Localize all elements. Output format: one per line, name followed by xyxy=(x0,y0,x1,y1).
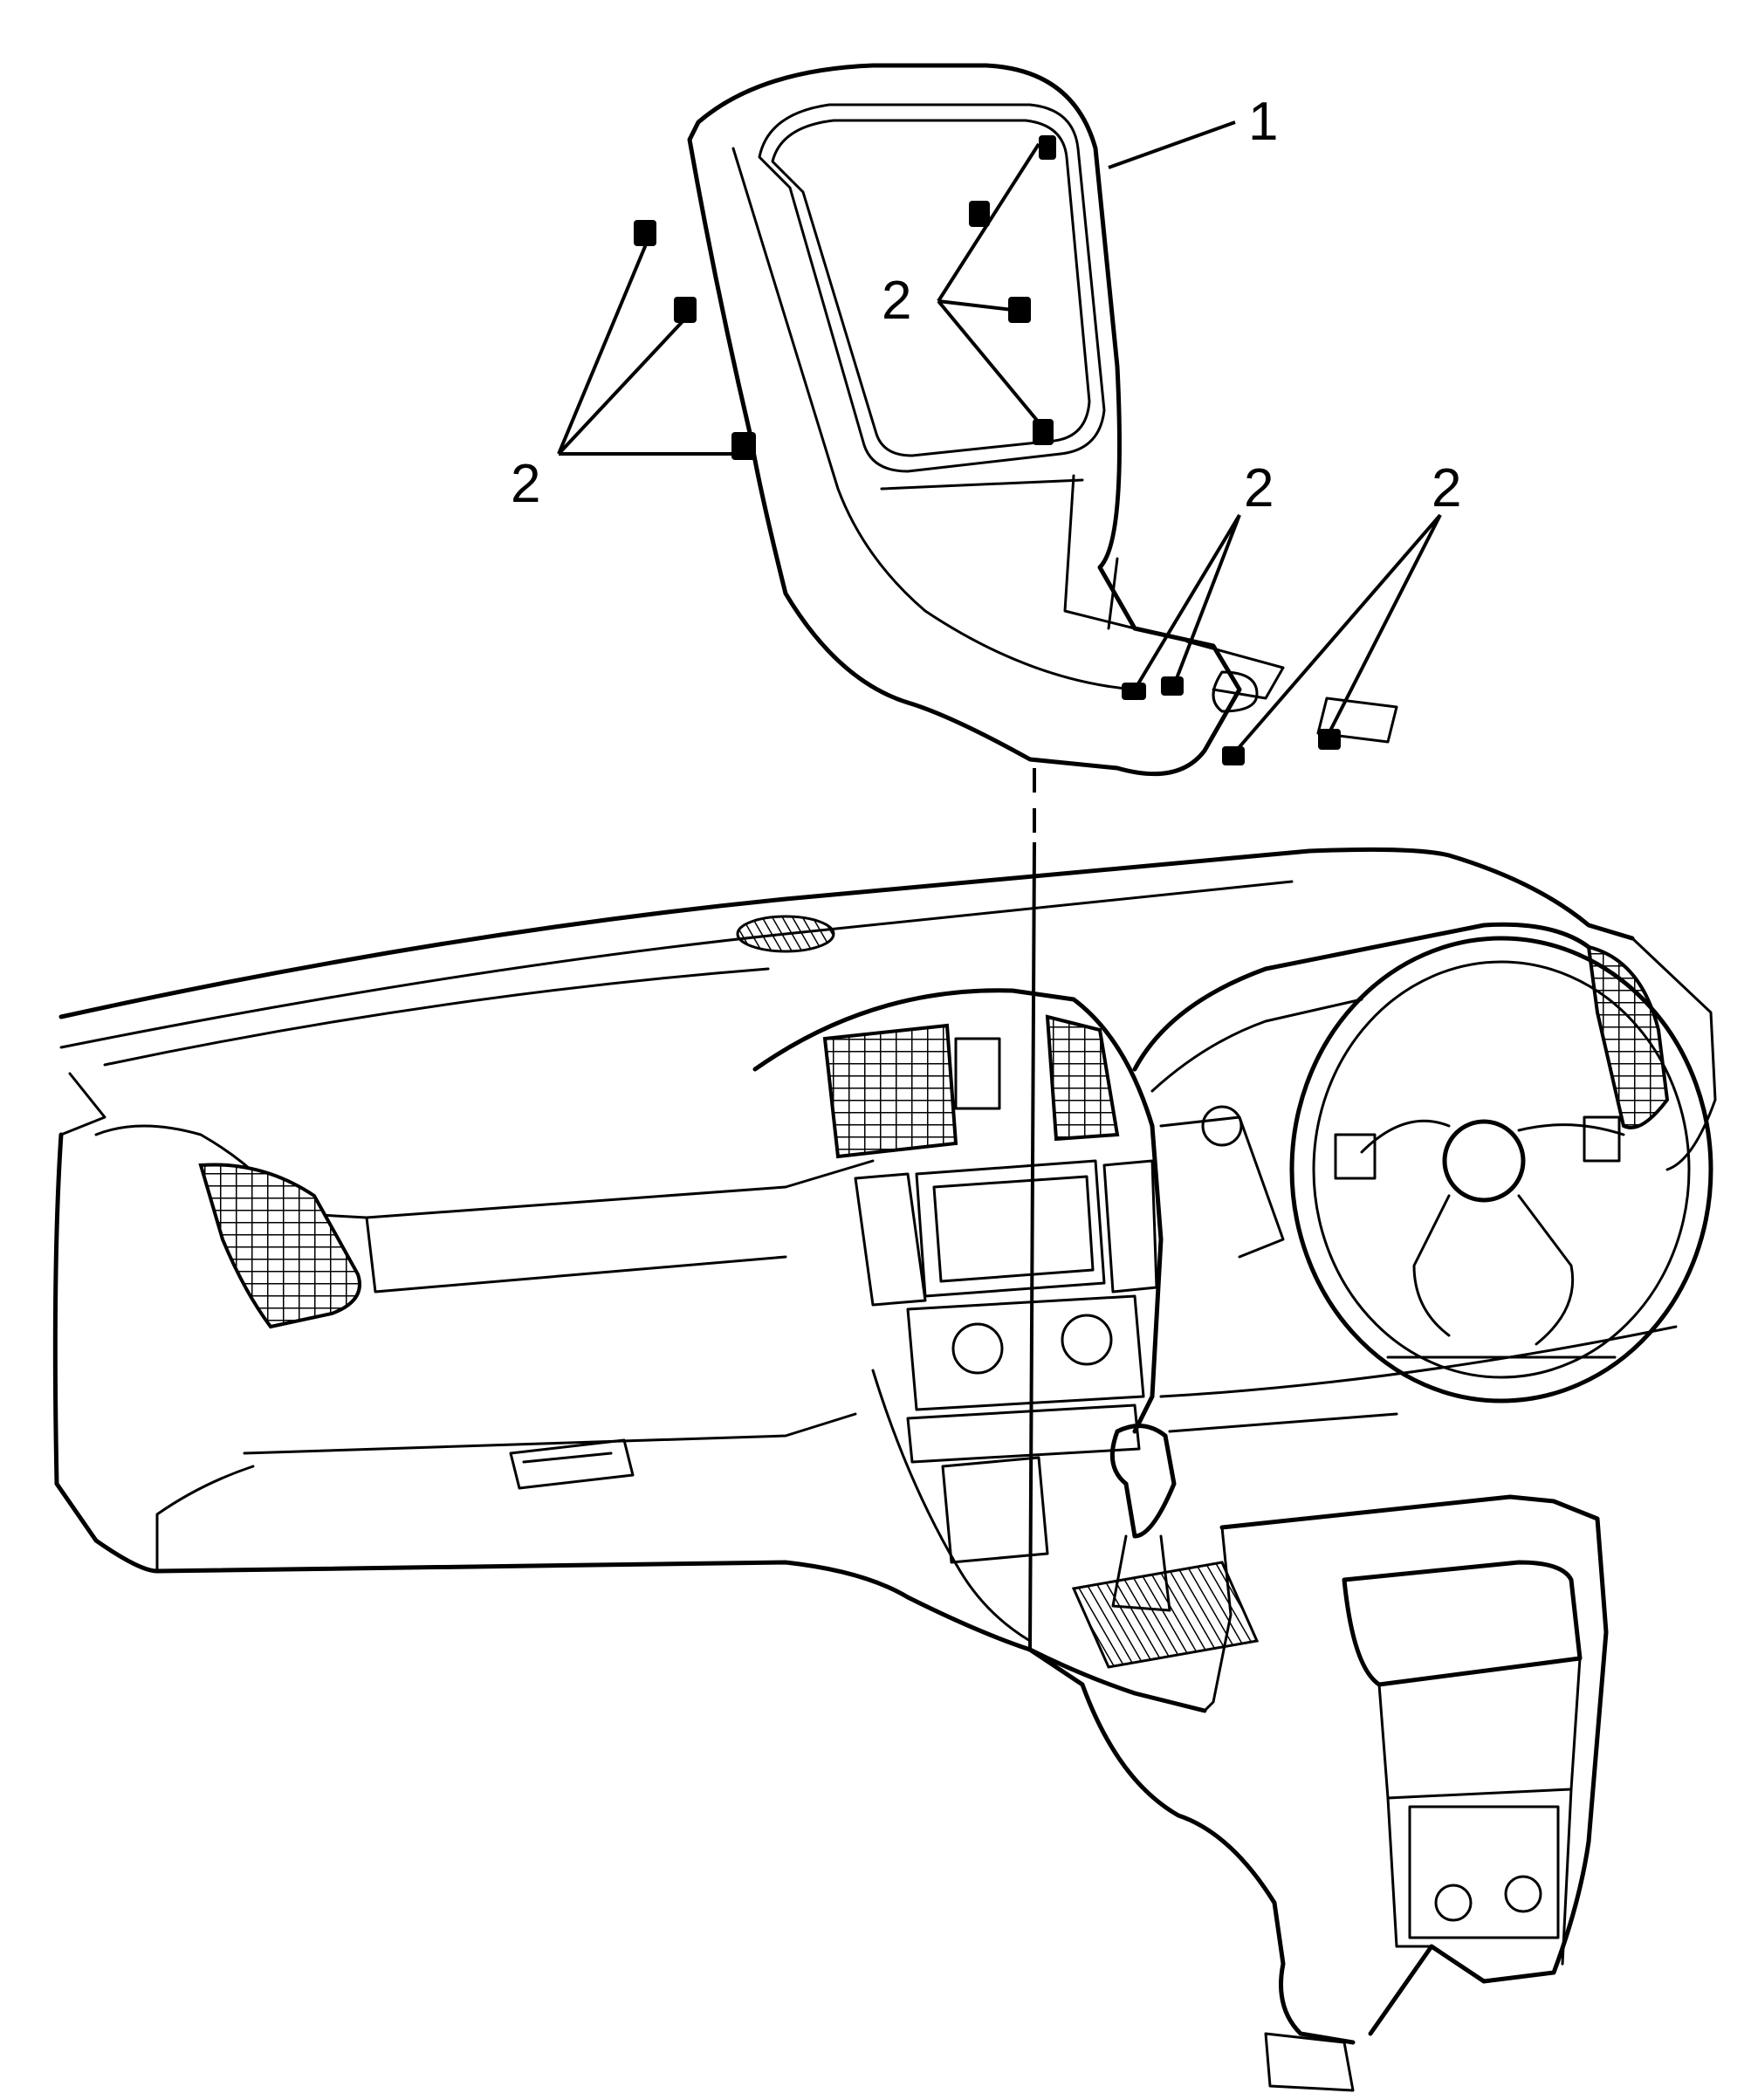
rear-console-panel xyxy=(1408,1805,1560,1939)
callout-label-2-upper: 2 xyxy=(882,271,911,331)
center-air-vent-left[interactable] xyxy=(822,1023,958,1159)
steering-wheel[interactable] xyxy=(1289,936,1713,1403)
defrost-grille xyxy=(736,915,835,953)
retainer-clip xyxy=(1039,135,1056,160)
callout-label-2-lower-mid: 2 xyxy=(1244,458,1274,518)
display-screen xyxy=(915,1159,1106,1298)
gear-shifter[interactable] xyxy=(1071,1424,1260,1669)
retainer-clip xyxy=(674,297,697,323)
horn-pad[interactable] xyxy=(1442,1119,1526,1203)
callout-label-2-lower-right: 2 xyxy=(1432,458,1461,518)
retainer-clip xyxy=(1033,419,1054,445)
retainer-clip xyxy=(1222,746,1245,765)
retainer-clip xyxy=(1122,683,1146,700)
callout-label-2-left: 2 xyxy=(511,454,540,514)
callout-label-1: 1 xyxy=(1248,92,1278,152)
retainer-clip xyxy=(634,220,656,246)
floor-console xyxy=(1027,1494,1609,2092)
armrest-lid[interactable] xyxy=(1342,1560,1583,1687)
passenger-air-vent[interactable] xyxy=(198,1163,361,1329)
rear-outlet-left[interactable] xyxy=(1434,1884,1473,1922)
retainer-clip xyxy=(969,201,990,227)
glove-box-handle[interactable] xyxy=(509,1438,635,1490)
instrument-panel xyxy=(52,847,1717,1669)
callout-labels: 1 2 2 2 2 xyxy=(511,92,1461,518)
install-path-line xyxy=(1028,768,1036,1650)
leader-lines xyxy=(557,120,1442,757)
driver-air-vent[interactable] xyxy=(1586,944,1670,1129)
wheel-controls-left[interactable] xyxy=(1334,1133,1377,1180)
rear-outlet-right[interactable] xyxy=(1504,1875,1542,1913)
control-knob-left[interactable] xyxy=(951,1322,1004,1375)
retainer-clip xyxy=(731,432,756,460)
headlamp-switch[interactable] xyxy=(1201,1105,1243,1147)
control-knob-right[interactable] xyxy=(1061,1314,1113,1366)
retainer-clip xyxy=(1008,297,1031,323)
retainer-clips xyxy=(634,135,1341,765)
retainer-clip xyxy=(1161,676,1184,696)
hazard-switch[interactable] xyxy=(954,1037,1001,1110)
wheel-controls-right[interactable] xyxy=(1583,1115,1621,1163)
retainer-clip xyxy=(1318,729,1341,750)
center-air-vent-right[interactable] xyxy=(1045,1014,1120,1142)
